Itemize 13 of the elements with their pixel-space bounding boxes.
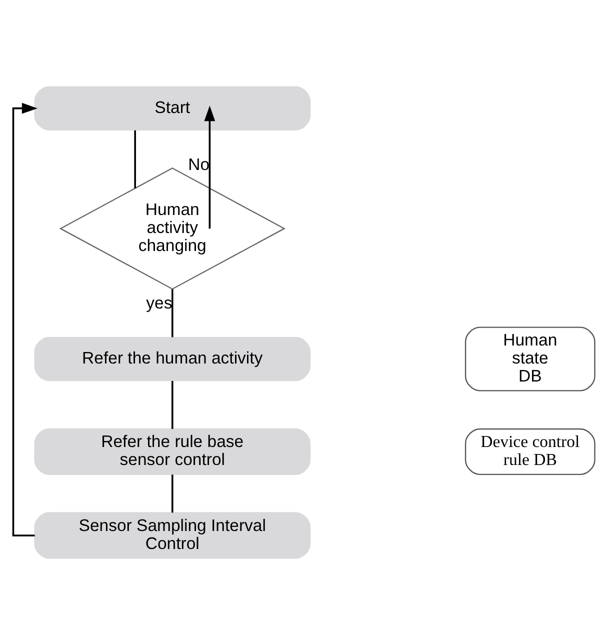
arrow bbox=[12, 102, 38, 536]
node-box: Refer the rule base sensor control bbox=[34, 428, 311, 475]
node-box: Sensor Sampling Interval Control bbox=[34, 512, 311, 558]
node-box: Start bbox=[34, 86, 311, 130]
node-box: Device control rule DB bbox=[464, 428, 596, 475]
connector bbox=[171, 288, 174, 337]
node-box: Human state DB bbox=[464, 326, 596, 391]
connector bbox=[171, 380, 174, 428]
edge-label: yes bbox=[146, 293, 172, 312]
arrow bbox=[204, 105, 216, 228]
node-box: Refer the human activity bbox=[34, 336, 311, 381]
connector bbox=[171, 474, 174, 512]
connector bbox=[134, 130, 136, 188]
